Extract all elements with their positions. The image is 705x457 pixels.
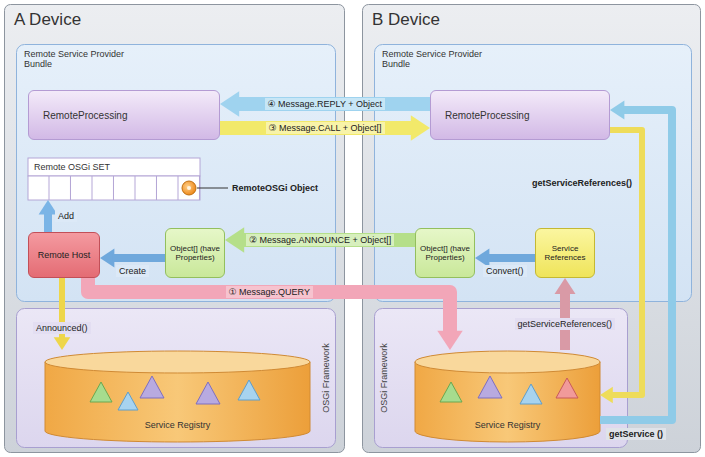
object-box: Object[] (have Properties) — [415, 228, 475, 278]
arrow-head — [555, 278, 576, 294]
framework-region-ground — [375, 309, 628, 448]
arrow-head — [437, 331, 462, 350]
arrow-label: Add — [55, 210, 77, 222]
node-text: OSGi Framework — [379, 343, 389, 413]
node-text: B Device — [362, 4, 701, 36]
callout-label: RemoteOSGi Object — [232, 182, 318, 194]
arrow-shaft — [610, 130, 642, 395]
message-arrow — [88, 278, 463, 350]
message-arrow — [220, 91, 430, 116]
arrow-label: ① Message.QUERY — [226, 286, 313, 298]
service-registry: Service Registry — [45, 350, 310, 442]
arrow-head — [225, 227, 244, 252]
arrow-shaft — [220, 121, 412, 135]
message-arrow — [225, 227, 415, 252]
node-text: Object[] (have Properties) — [168, 244, 222, 262]
arrow-label: ③ Message.CALL + Object[] — [266, 122, 385, 134]
device-panel: B DeviceRemote Service Provider BundleRe… — [362, 4, 701, 453]
node-text: Service References — [538, 244, 592, 262]
object-set: Remote OSGi SET — [28, 158, 200, 200]
node-text: A Device — [4, 4, 345, 36]
arrow-head — [54, 337, 71, 350]
device-panel-ground — [363, 5, 701, 453]
node-text: Service Registry — [145, 420, 211, 430]
node-text: RemoteProcessing — [43, 110, 127, 121]
service-registry: Service Registry — [415, 350, 600, 442]
arrow-label: ② Message.ANNOUNCE + Object[] — [246, 234, 394, 246]
node-text: Service Registry — [475, 420, 541, 430]
object-box: Object[] (have Properties) — [165, 228, 225, 278]
bundle-region-ground — [17, 45, 336, 302]
references-box: Service References — [535, 228, 595, 278]
message-arrow — [555, 278, 576, 350]
arrow-shaft — [488, 254, 535, 262]
framework-region-ground — [17, 309, 336, 448]
arrow-head — [220, 91, 239, 116]
device-panel: A DeviceRemote Service Provider BundleRe… — [4, 4, 345, 453]
remote-osgi-object-dot — [182, 181, 196, 195]
node-text: RemoteProcessing — [445, 110, 529, 121]
node-text: Remote Host — [38, 250, 91, 260]
arrow-label: Announced() — [33, 322, 91, 334]
processing-box: RemoteProcessing — [28, 90, 220, 140]
bundle-region: Remote Service Provider BundleRemoteProc… — [374, 44, 692, 302]
message-arrow — [600, 130, 642, 403]
bundle-region: Remote Service Provider BundleRemoteProc… — [16, 44, 336, 302]
arrow-label: getServiceReferences() — [515, 318, 616, 330]
arrow-label: Create — [116, 265, 149, 277]
arrow-label: Convert() — [483, 265, 527, 277]
arrow-head — [610, 101, 624, 120]
arrow-shaft — [88, 278, 450, 332]
arrow-shaft — [238, 97, 430, 111]
arrow-label: getServiceReferences() — [529, 177, 635, 189]
device-panel-ground — [5, 5, 345, 453]
arrow-shaft — [113, 254, 165, 262]
arrow-head — [600, 387, 613, 404]
osgi-set-grid — [28, 158, 200, 200]
message-arrow — [54, 278, 71, 350]
arrow-shaft — [243, 233, 415, 247]
node-text: OSGi Framework — [321, 343, 331, 413]
arrow-head — [411, 115, 430, 140]
processing-box: RemoteProcessing — [430, 90, 610, 140]
node-text: Remote Service Provider Bundle — [374, 44, 502, 75]
registry-cylinder — [45, 351, 310, 442]
registry-cylinder — [415, 351, 600, 442]
arrow-head — [100, 249, 114, 268]
node-text: Remote OSGi SET — [28, 158, 200, 176]
host-box: Remote Host — [28, 232, 100, 278]
node-text: Object[] (have Properties) — [418, 244, 472, 262]
message-arrow — [600, 101, 672, 420]
arrow-label: ④ Message.REPLY + Object — [265, 98, 386, 110]
arrow-label: getService () — [606, 428, 666, 440]
node-text: Remote Service Provider Bundle — [16, 44, 144, 75]
arrow-shaft — [44, 213, 52, 232]
dot-highlight — [187, 186, 191, 190]
arrow-shaft — [600, 110, 672, 420]
leader-line — [197, 188, 228, 189]
message-arrow — [220, 115, 430, 140]
